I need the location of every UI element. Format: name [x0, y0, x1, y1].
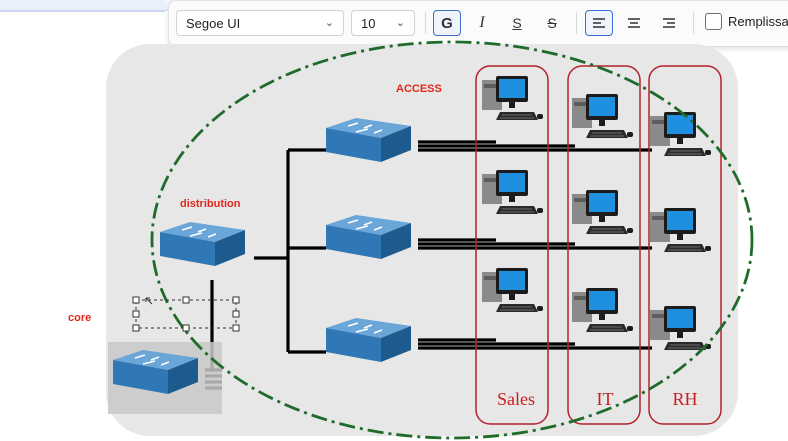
- font-size-dropdown[interactable]: 10 ⌄: [351, 10, 415, 36]
- distribution-label: distribution: [180, 198, 241, 210]
- rh-label: RH: [672, 389, 698, 409]
- computer-it-2[interactable]: [571, 189, 634, 235]
- resize-cursor-icon: [145, 297, 153, 305]
- computer-it-1[interactable]: [571, 93, 634, 139]
- fill-label: Remplissag: [728, 14, 788, 29]
- underline-icon: S: [512, 15, 522, 31]
- rh-group-box: [648, 65, 722, 425]
- font-family-value: Segoe UI: [186, 15, 241, 31]
- italic-button[interactable]: I: [468, 10, 496, 36]
- access-switch-1[interactable]: [325, 117, 412, 163]
- font-family-dropdown[interactable]: Segoe UI ⌄: [176, 10, 344, 36]
- sales-group-box: [475, 65, 549, 425]
- align-left-button[interactable]: [585, 10, 613, 36]
- computer-sales-2[interactable]: [481, 169, 544, 215]
- checkbox-icon[interactable]: [705, 13, 722, 30]
- italic-icon: I: [479, 14, 485, 31]
- font-size-value: 10: [361, 15, 376, 31]
- align-center-icon: [628, 18, 640, 28]
- computer-rh-1[interactable]: [649, 111, 712, 157]
- it-label: IT: [596, 389, 614, 409]
- strikethrough-button[interactable]: S: [538, 10, 566, 36]
- chevron-down-icon: ⌄: [324, 17, 334, 29]
- network-boundary-ellipse: [150, 40, 754, 440]
- sales-label: Sales: [497, 389, 535, 409]
- bold-icon: G: [441, 14, 453, 32]
- underline-button[interactable]: S: [503, 10, 531, 36]
- access-label: ACCESS: [396, 83, 442, 95]
- computer-rh-3[interactable]: [649, 305, 712, 351]
- computer-it-3[interactable]: [571, 287, 634, 333]
- distribution-switch[interactable]: [159, 221, 246, 267]
- chevron-down-icon: ⌄: [395, 17, 405, 29]
- toolbar-separator: [425, 12, 426, 34]
- toolbar-separator: [576, 12, 577, 34]
- core-label: core: [68, 312, 92, 324]
- access-switch-2[interactable]: [325, 214, 412, 260]
- it-group-box: [567, 65, 641, 425]
- align-right-icon: [663, 18, 675, 28]
- selection-handles[interactable]: [132, 296, 240, 332]
- strikethrough-icon: S: [547, 15, 557, 31]
- cable-lines: [205, 140, 652, 390]
- computer-sales-1[interactable]: [481, 75, 544, 121]
- align-left-icon: [593, 18, 605, 28]
- computer-sales-3[interactable]: [481, 267, 544, 313]
- align-right-button[interactable]: [655, 10, 683, 36]
- align-center-button[interactable]: [620, 10, 648, 36]
- access-switch-3[interactable]: [325, 317, 412, 363]
- bold-button[interactable]: G: [433, 10, 461, 36]
- text-format-toolbar: Segoe UI ⌄ 10 ⌄ G I S S Remplissag: [168, 0, 788, 47]
- toolbar-separator: [693, 12, 694, 34]
- computer-rh-2[interactable]: [649, 207, 712, 253]
- active-tab-indicator: [0, 0, 165, 12]
